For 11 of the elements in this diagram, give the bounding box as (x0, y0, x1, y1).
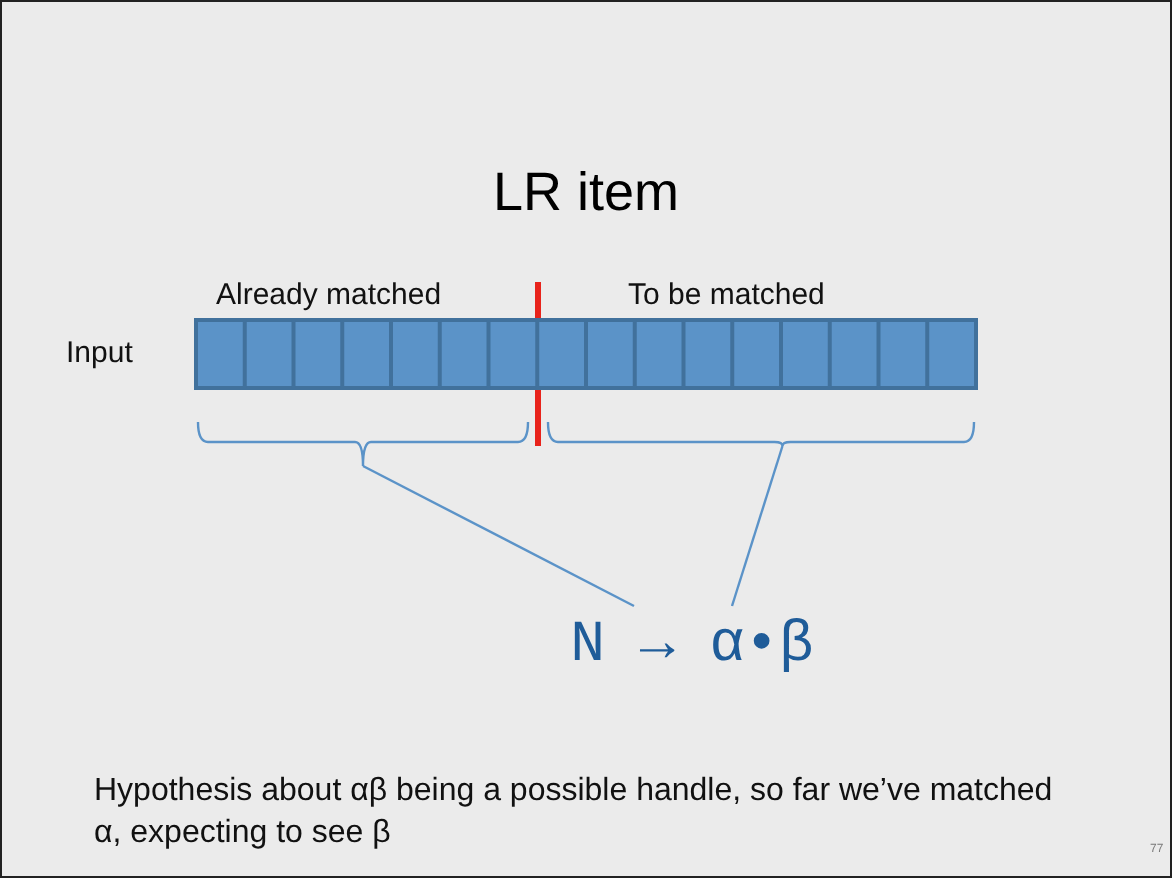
slide-title: LR item (490, 162, 682, 224)
caption-text: Hypothesis about αβ being a possible handle, so far we’ve matched α, expecting to see β (94, 772, 1055, 854)
input-cells-bar (196, 320, 976, 388)
column-heading: To be matched (628, 278, 825, 312)
curly-brace (196, 422, 530, 470)
curly-brace (546, 422, 976, 450)
leader-line (362, 464, 635, 608)
column-heading: Already matched (216, 278, 442, 312)
leader-line (730, 445, 784, 607)
row-label: Input (66, 336, 133, 370)
formula-text: N → α•β (568, 610, 816, 682)
